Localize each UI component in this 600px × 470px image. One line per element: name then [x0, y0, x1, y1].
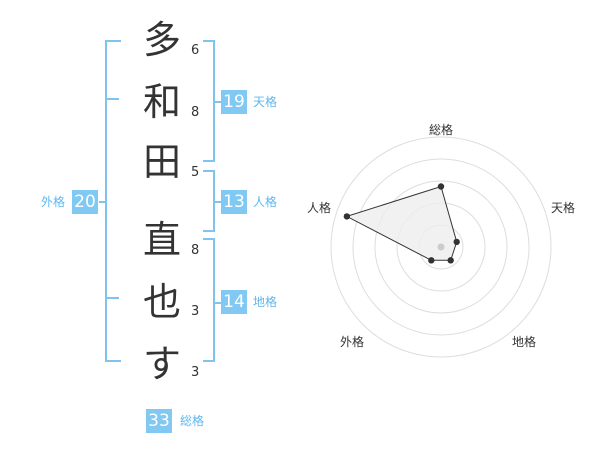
stroke-count-1: 6	[191, 43, 200, 58]
gaikaku-bracket-tick-lower	[107, 297, 119, 299]
chikaku-connector	[215, 302, 222, 304]
radar-point-soukaku	[437, 183, 445, 190]
radar-axis-gaikaku: 外格	[340, 334, 364, 349]
stroke-count-3: 5	[191, 165, 200, 180]
tenkaku-connector	[215, 101, 222, 103]
jinkaku-bracket	[203, 170, 215, 232]
radar-axis-soukaku: 総格	[429, 122, 453, 137]
soukaku-value-badge: 33	[146, 409, 172, 433]
name-character-1: 多	[142, 18, 181, 62]
stroke-count-2: 8	[191, 105, 200, 120]
stroke-count-4: 8	[191, 243, 200, 258]
soukaku-label: 総格	[180, 414, 205, 428]
name-character-4: 直	[142, 218, 181, 262]
name-character-2: 和	[142, 80, 181, 124]
chikaku-bracket	[203, 238, 215, 362]
name-character-5: 也	[142, 280, 181, 324]
radar-points	[343, 183, 460, 264]
name-character-6: す	[142, 342, 181, 386]
jinkaku-value-badge: 13	[221, 190, 247, 214]
tenkaku-bracket	[203, 40, 215, 162]
gaikaku-bracket	[105, 40, 121, 362]
name-character-3: 田	[142, 140, 181, 184]
chikaku-value-badge: 14	[221, 290, 247, 314]
radar-ring-3	[374, 180, 508, 314]
gaikaku-label: 外格	[41, 195, 66, 209]
stroke-count-6: 3	[191, 365, 200, 380]
gaikaku-bracket-tick-upper	[107, 98, 119, 100]
chikaku-label: 地格	[253, 295, 278, 309]
radar-polygon	[345, 185, 458, 261]
jinkaku-label: 人格	[253, 195, 278, 209]
radar-point-tenkaku	[453, 238, 460, 246]
gaikaku-connector	[99, 201, 105, 203]
radar-ring-5	[330, 136, 552, 358]
radar-point-jinkaku	[343, 213, 351, 220]
tenkaku-label: 天格	[253, 95, 278, 109]
radar-point-gaikaku	[428, 257, 435, 264]
radar-ring-4	[352, 158, 530, 336]
jinkaku-connector	[215, 201, 222, 203]
radar-axis-jinkaku: 人格	[307, 200, 331, 215]
radar-center-dot	[437, 243, 445, 251]
radar-point-chikaku	[447, 257, 454, 264]
radar-axis-tenkaku: 天格	[551, 200, 575, 215]
stroke-count-5: 3	[191, 304, 200, 319]
gaikaku-value-badge: 20	[72, 190, 98, 214]
radar-axis-chikaku: 地格	[512, 334, 536, 349]
tenkaku-value-badge: 19	[221, 90, 247, 114]
